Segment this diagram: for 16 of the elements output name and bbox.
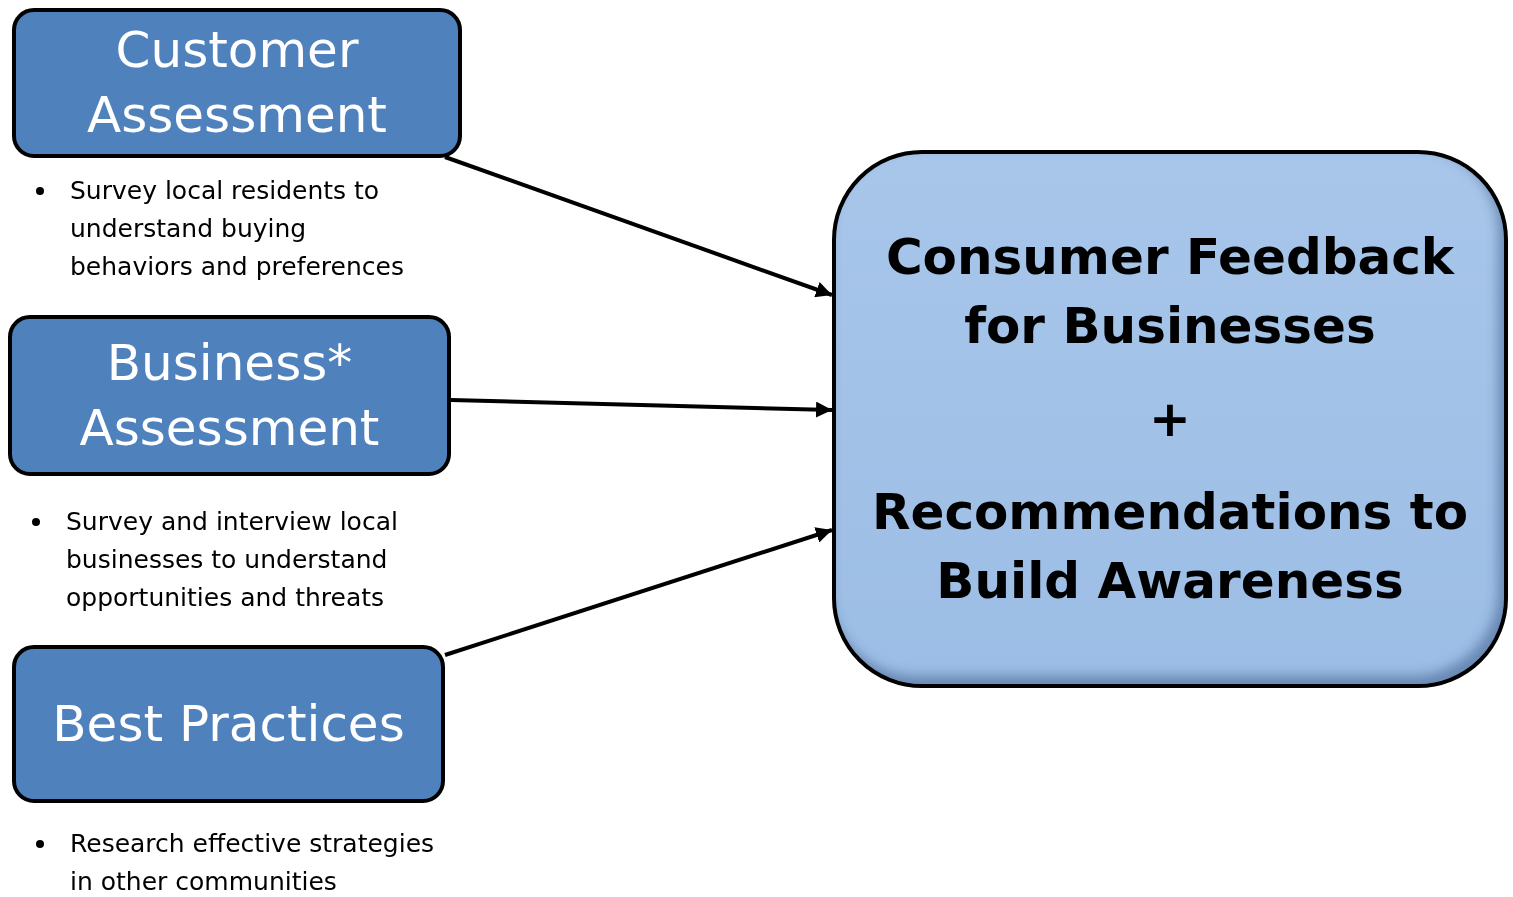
box-title: Customer Assessment bbox=[86, 20, 388, 146]
result-box bbox=[832, 150, 1508, 688]
arrow bbox=[444, 527, 833, 657]
box-title: Business* Assessment bbox=[78, 332, 381, 459]
bullet-text: Research effective strategies in other communities bbox=[70, 828, 436, 897]
process-box bbox=[8, 315, 451, 476]
box-title: Consumer Feedback for Businesses bbox=[884, 226, 1456, 357]
plus-sign: + bbox=[1149, 388, 1191, 450]
process-box bbox=[12, 8, 462, 158]
bullet-text: Survey and interview local businesses to understand opportunities and threats bbox=[66, 506, 399, 614]
bullet-text: Survey local residents to understand buying behaviors and preferences bbox=[70, 175, 405, 283]
box-title: Recommendations to Build Awareness bbox=[870, 481, 1469, 612]
box-title: Best Practices bbox=[52, 693, 405, 755]
arrow bbox=[450, 398, 833, 418]
process-box bbox=[12, 645, 445, 803]
arrow bbox=[444, 155, 833, 298]
